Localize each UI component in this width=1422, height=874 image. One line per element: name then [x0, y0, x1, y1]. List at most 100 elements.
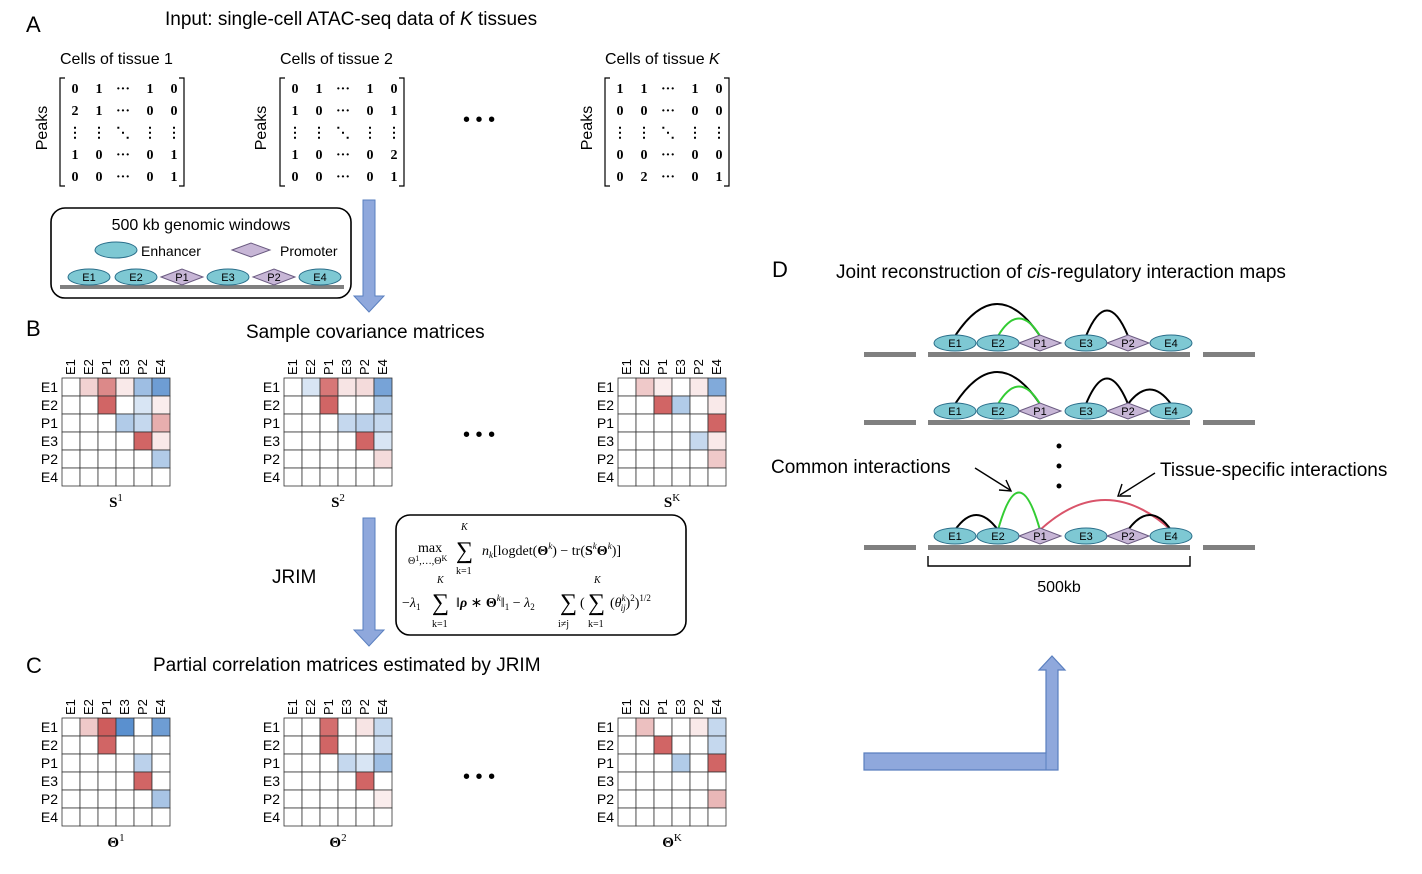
heatmap-cell — [355, 431, 375, 451]
heatmap-row-label: E3 — [41, 433, 58, 449]
element-label: P2 — [1121, 338, 1134, 350]
heatmap-row-label: E3 — [41, 773, 58, 789]
heatmap-cell — [373, 395, 393, 415]
heatmap-cell — [373, 753, 393, 773]
heatmap-cell — [133, 431, 153, 451]
heatmap-cell — [151, 789, 171, 809]
element-label: E2 — [991, 406, 1004, 418]
element-label: E3 — [1079, 406, 1092, 418]
matrix-cell: ⋮ — [688, 126, 702, 141]
matrix-cell: 0 — [147, 170, 154, 185]
heatmap-symbol: Θ2 — [329, 832, 346, 851]
heatmap-cell — [319, 467, 339, 487]
heatmap-cell — [115, 431, 135, 451]
heatmap-cell — [97, 789, 117, 809]
heatmap-cell — [635, 467, 655, 487]
promoter-legend-icon — [230, 242, 272, 258]
heatmap-cell — [707, 413, 727, 433]
heatmap-cell — [79, 717, 99, 737]
heatmap-cell — [115, 771, 135, 791]
heatmap-row-label: E4 — [41, 809, 58, 825]
heatmap-cell — [97, 395, 117, 415]
heatmap-cell — [151, 753, 171, 773]
heatmap-cell — [617, 717, 637, 737]
heatmap-cell — [653, 431, 673, 451]
heatmap-row-label: E4 — [263, 809, 280, 825]
heatmap-cell — [617, 377, 637, 397]
matrix-cell: 1 — [316, 82, 323, 97]
heatmap-cell — [97, 377, 117, 397]
heatmap-cell — [355, 413, 375, 433]
heatmap-cell — [79, 807, 99, 827]
heatmap-cell — [707, 717, 727, 737]
svg-text:k=1: k=1 — [432, 619, 448, 630]
heatmap-cell — [373, 717, 393, 737]
matrix-cell: ··· — [336, 170, 350, 185]
heatmap-cell — [355, 467, 375, 487]
matrix-cell: 0 — [316, 148, 323, 163]
heatmap-cell — [355, 753, 375, 773]
heatmap-cell — [653, 807, 673, 827]
heatmap-cell — [301, 467, 321, 487]
genomic-window-box: 500 kb genomic windows Enhancer Promoter… — [50, 207, 352, 299]
heatmap-cell — [133, 395, 153, 415]
heatmap-cell — [653, 735, 673, 755]
heatmap-cell — [301, 377, 321, 397]
heatmap-cell — [151, 735, 171, 755]
heatmap-cell — [283, 717, 303, 737]
heatmap-cell — [133, 377, 153, 397]
heatmap-ellipsis-c: • • • — [463, 766, 495, 788]
promoter-legend-label: Promoter — [280, 243, 338, 259]
heatmap-cell — [79, 449, 99, 469]
promoter-icon — [1105, 527, 1151, 545]
matrix-cell: 0 — [316, 170, 323, 185]
heatmap-row-label: P2 — [41, 451, 58, 467]
heatmap-row-label: E2 — [41, 397, 58, 413]
matrix-cell: 0 — [716, 104, 723, 119]
panel-a-title-prefix: Input: single-cell ATAC-seq data of — [165, 9, 460, 30]
heatmap-col-label: P1 — [321, 699, 336, 715]
tissue-specific-label: Tissue-specific interactions — [1160, 460, 1387, 481]
enhancer-icon — [933, 334, 977, 352]
heatmap-cell — [617, 771, 637, 791]
matrix-cell: 2 — [72, 104, 79, 119]
matrix-cell: ⋮ — [387, 126, 401, 141]
matrix-cell: 0 — [292, 82, 299, 97]
heatmap-cell — [79, 789, 99, 809]
panel-a-letter: A — [26, 12, 41, 37]
matrix-cell: ··· — [661, 104, 675, 119]
matrix-cell: 0 — [367, 104, 374, 119]
heatmap-cell — [283, 789, 303, 809]
heatmap-cell — [373, 807, 393, 827]
heatmap-row-label: E1 — [263, 379, 280, 395]
matrix-cell: 2 — [641, 170, 648, 185]
matrix-cell: ⋮ — [637, 126, 651, 141]
heatmap-col-label: E2 — [637, 699, 652, 715]
heatmap-cell — [707, 753, 727, 773]
heatmap-symbol: SK — [664, 492, 680, 511]
heatmap-cell — [337, 771, 357, 791]
heatmap-cell — [319, 431, 339, 451]
heatmap-cell — [671, 807, 691, 827]
heatmap-cell — [671, 377, 691, 397]
heatmap-cell — [115, 449, 135, 469]
enhancer-icon — [298, 268, 342, 286]
matrix-cell: ⋮ — [312, 126, 326, 141]
matrix-cell: ··· — [116, 104, 130, 119]
heatmap-cell — [671, 735, 691, 755]
heatmap-cell — [373, 467, 393, 487]
heatmap-cell — [301, 717, 321, 737]
heatmap-cell — [97, 717, 117, 737]
heatmap-cell — [115, 717, 135, 737]
heatmap-cell — [337, 735, 357, 755]
heatmap-cell — [337, 413, 357, 433]
heatmap-cell — [707, 735, 727, 755]
element-label: P1 — [175, 272, 188, 284]
element-label: P1 — [1033, 338, 1046, 350]
heatmap-row-label: P1 — [41, 755, 58, 771]
matrix-bracket-left — [604, 77, 610, 187]
matrix-cell: ··· — [116, 82, 130, 97]
